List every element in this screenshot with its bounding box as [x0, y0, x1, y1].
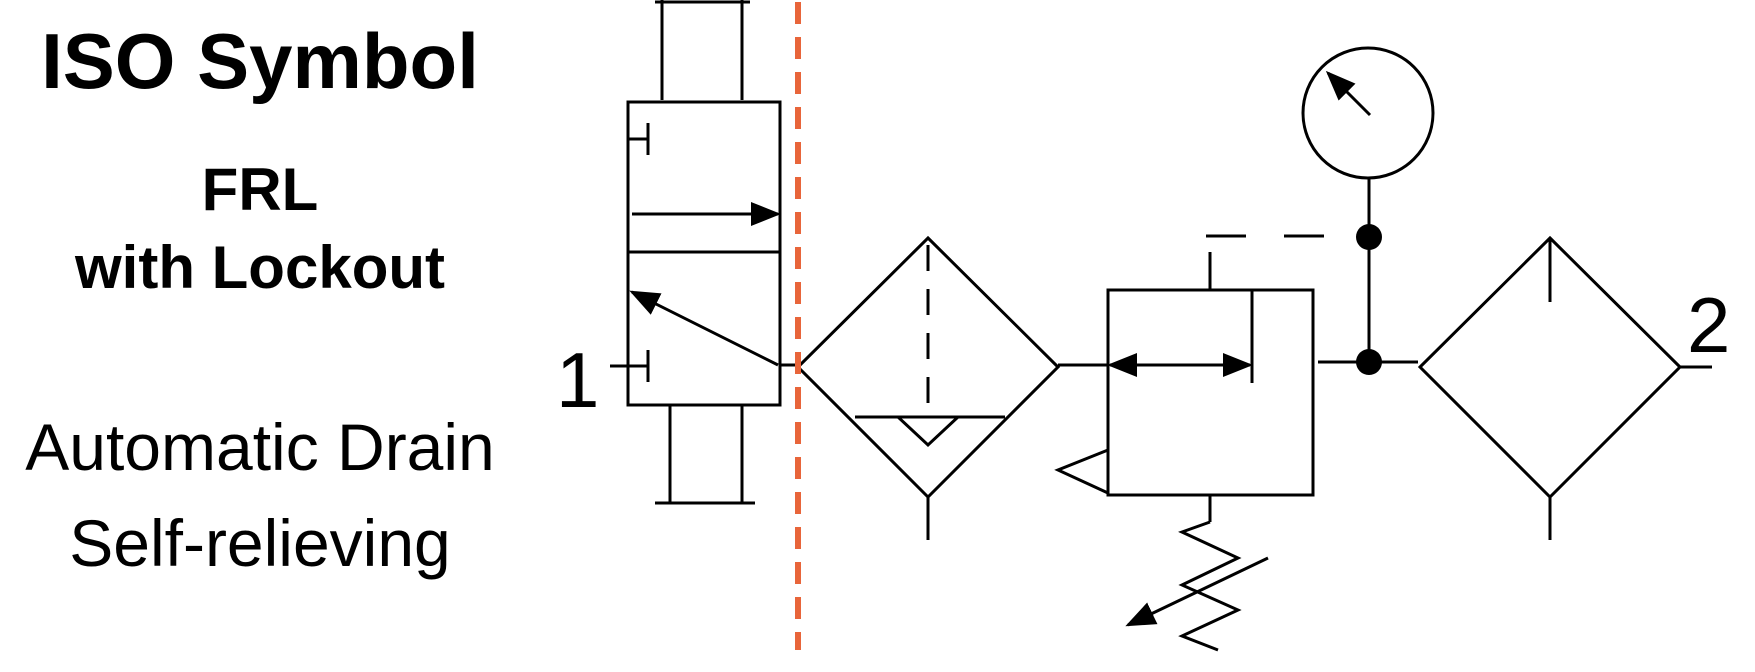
valve-blocked-port-upper: [628, 123, 650, 155]
description-line-2: Self-relieving: [69, 506, 451, 580]
regulator-exhaust-port: [1054, 447, 1110, 496]
valve-blocked-port-lower: [628, 350, 650, 382]
subtitle-line-1: FRL: [201, 156, 319, 223]
filter-diamond: [795, 235, 1061, 500]
filter-auto-drain: [780, 235, 1061, 540]
valve-flow-arrow-diagonal: [629, 290, 779, 367]
valve-top-actuator: [655, 0, 750, 100]
valve-bottom-actuator: [655, 405, 755, 505]
subtitle-line-2: with Lockout: [75, 234, 445, 301]
gauge-pilot-junction-dot: [1356, 224, 1382, 250]
regulator-adjust-arrow: [1125, 556, 1269, 627]
inlet-port-label: 1: [556, 336, 599, 424]
lubricator: [1318, 235, 1712, 540]
pressure-regulator: [1054, 234, 1370, 652]
description-line-1: Automatic Drain: [25, 410, 495, 484]
page-title: ISO Symbol: [41, 17, 479, 105]
gauge-line-junction-dot: [1356, 349, 1382, 375]
outlet-port-label: 2: [1687, 281, 1730, 369]
lockout-valve: [610, 0, 782, 505]
pressure-gauge: [1301, 46, 1435, 362]
regulator-spring: [1178, 520, 1242, 652]
gauge-needle: [1325, 70, 1372, 117]
regulator-body: [1106, 288, 1315, 497]
filter-drain-float: [894, 415, 962, 448]
